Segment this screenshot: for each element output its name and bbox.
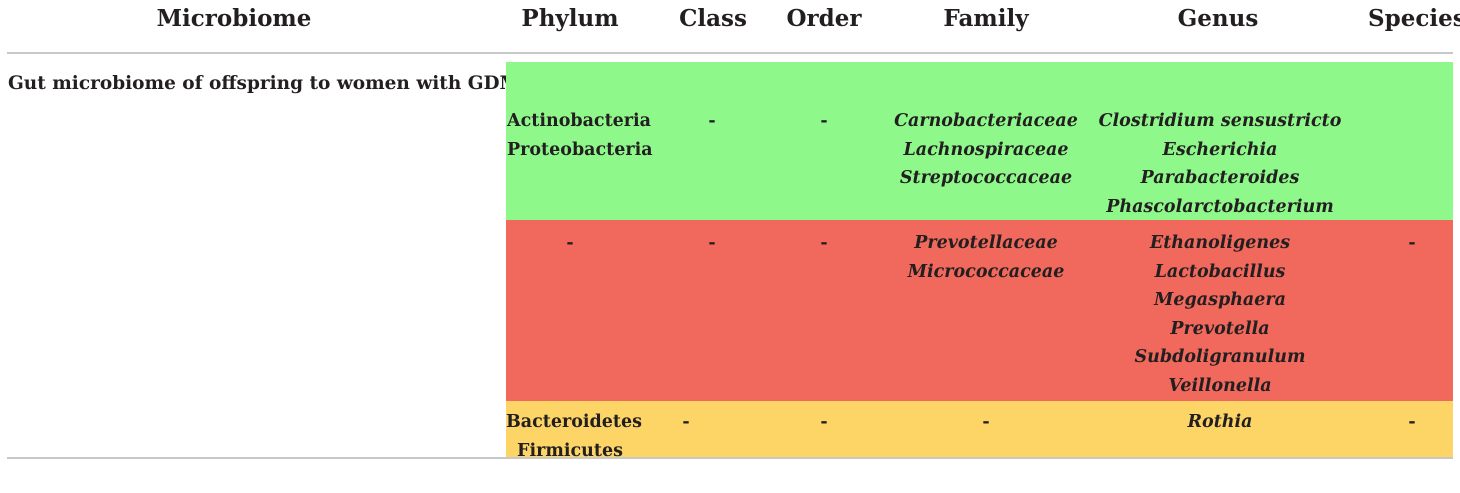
green-phylum-cell: Actinobacteria Proteobacteria: [507, 107, 653, 164]
taxon-name: Ethanoligenes: [1149, 233, 1291, 253]
red-order-dash: -: [820, 233, 828, 253]
taxon-name: Proteobacteria: [507, 139, 653, 160]
taxon-name: Rothia: [1187, 412, 1253, 432]
green-order-dash: -: [820, 111, 828, 131]
band-decreased: [506, 220, 1453, 401]
red-species-dash: -: [1408, 233, 1416, 253]
taxon-name: Firmicutes: [517, 440, 623, 459]
green-genus-cell: Clostridium sensustricto Escherichia Par…: [1088, 107, 1352, 221]
taxon-name: Lachnospiraceae: [903, 139, 1069, 160]
red-family-cell: Prevotellaceae Micrococcaceae: [886, 229, 1086, 286]
header-phylum: Phylum: [521, 5, 619, 32]
red-phylum-dash: -: [566, 233, 574, 253]
taxon-name: Prevotella: [1170, 318, 1270, 339]
taxon-name: Bacteroidetes: [506, 412, 642, 432]
band-increased: [506, 62, 1453, 220]
taxon-name: Megasphaera: [1154, 290, 1286, 310]
header-class: Class: [679, 5, 747, 32]
header-microbiome: Microbiome: [156, 5, 312, 32]
header-rule: [7, 52, 1453, 54]
taxon-name: Parabacteroides: [1140, 168, 1300, 188]
green-class-dash: -: [708, 111, 716, 131]
taxon-name: Phascolarctobacterium: [1106, 196, 1334, 217]
red-genus-cell: Ethanoligenes Lactobacillus Megasphaera …: [1088, 229, 1352, 400]
header-genus: Genus: [1177, 5, 1259, 32]
band-mixed: Bacteroidetes Firmicutes - - - Rothia -: [506, 401, 1453, 458]
bottom-rule: [7, 457, 1453, 459]
taxon-name: Carnobacteriaceae: [894, 111, 1078, 131]
yellow-genus-cell: Rothia: [1088, 408, 1352, 437]
taxon-name: Escherichia: [1162, 139, 1278, 160]
yellow-class-dash: -: [682, 412, 690, 432]
green-family-cell: Carnobacteriaceae Lachnospiraceae Strept…: [886, 107, 1086, 193]
taxon-name: Actinobacteria: [507, 111, 652, 131]
header-species: Species: [1368, 5, 1460, 32]
yellow-species-dash: -: [1408, 412, 1416, 432]
taxon-name: Subdoligranulum: [1134, 347, 1306, 367]
taxon-name: Clostridium sensustricto: [1098, 111, 1342, 131]
taxon-name: Prevotellaceae: [914, 233, 1058, 253]
taxon-name: Micrococcaceae: [907, 261, 1065, 282]
row-label: Gut microbiome of offspring to women wit…: [8, 73, 521, 94]
header-family: Family: [943, 5, 1029, 32]
header-order: Order: [786, 5, 862, 32]
yellow-family-dash: -: [982, 412, 990, 432]
taxon-name: Streptococcaceae: [899, 168, 1073, 188]
taxon-name: Lactobacillus: [1154, 261, 1286, 282]
taxon-name: Veillonella: [1168, 375, 1272, 396]
yellow-phylum-cell: Bacteroidetes Firmicutes: [506, 408, 642, 459]
yellow-order-dash: -: [820, 412, 828, 432]
red-class-dash: -: [708, 233, 716, 253]
